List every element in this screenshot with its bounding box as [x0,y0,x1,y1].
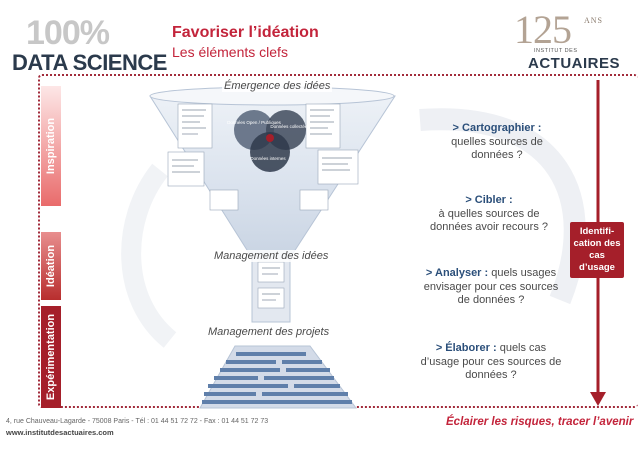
item-elaborer: > Élaborer : quels cas d’usage pour ces … [420,342,562,383]
item-elaborer-text: quels cas d’usage pour ces sources de do… [420,342,562,381]
item-cibler-text: à quelles sources de données avoir recou… [429,207,548,234]
logo-institut-des: INSTITUT DES [534,48,578,54]
logo-ans: ANS [584,16,604,25]
logo-actuaires: ACTUAIRES [528,55,621,72]
phase-ideation-label: Idéation [45,244,58,288]
venn-center-dot [266,134,274,142]
footer-website-link[interactable]: www.institutdesactuaires.com [6,428,114,437]
background-swirl-2 [121,163,177,348]
item-cartographier: > Cartographier : quelles sources de don… [432,122,562,163]
venn-label-internal: Données internes [250,156,286,161]
usecase-identification-label: Identifi-cation des cas d’usage [570,222,624,278]
stage-idea-management-label: Management des idées [212,250,331,262]
project-bars [202,352,352,404]
venn-label-open: Données Open / Publiques [227,120,282,125]
phase-experimentation-bar: Expérimentation [41,306,61,408]
item-analyser-text: quels usages envisager pour ces sources … [423,267,559,306]
item-cartographier-key: > Cartographier : [452,122,542,134]
footer-address: 4, rue Chauveau-Lagarde - 75008 Paris - … [6,418,269,425]
slide-subtitle: Les éléments clefs [172,44,288,60]
slide-title-block: Favoriser l’idéation Les éléments clefs [172,24,319,60]
logo-100-percent: 100% [26,14,110,52]
item-cibler-key: > Cibler : [465,194,513,206]
snippet-lines [172,109,352,301]
stage-project-management-label: Management des projets [206,326,332,338]
item-analyser: > Analyser : quels usages envisager pour… [420,267,562,308]
venn-circle-internal-data [250,132,290,172]
slide-title: Favoriser l’idéation [172,24,319,41]
item-elaborer-key: > Élaborer : [435,342,497,354]
institut-actuaires-logo: 125 ANS INSTITUT DES ACTUAIRES [500,7,626,74]
footer-tagline: Éclairer les risques, tracer l’avenir [446,416,634,428]
phase-inspiration-bar: Inspiration [41,86,61,206]
phase-ideation-bar: Idéation [41,232,61,300]
item-analyser-key: > Analyser : [425,267,489,279]
item-cibler: > Cibler : à quelles sources de données … [422,194,556,235]
usecase-arrow-head [590,392,606,406]
document-snippets [167,103,359,309]
logo-125: 125 [514,7,572,52]
phase-inspiration-label: Inspiration [45,117,58,175]
venn-label-collected: Données collectées [270,124,310,129]
data-science-logo: 100% DATA SCIENCE [8,14,167,76]
phase-experimentation-label: Expérimentation [45,313,57,401]
item-cartographier-text: quelles sources de données ? [451,135,543,162]
stage-emergence-label: Émergence des idées [222,80,333,92]
logo-data-science: DATA SCIENCE [12,50,167,75]
